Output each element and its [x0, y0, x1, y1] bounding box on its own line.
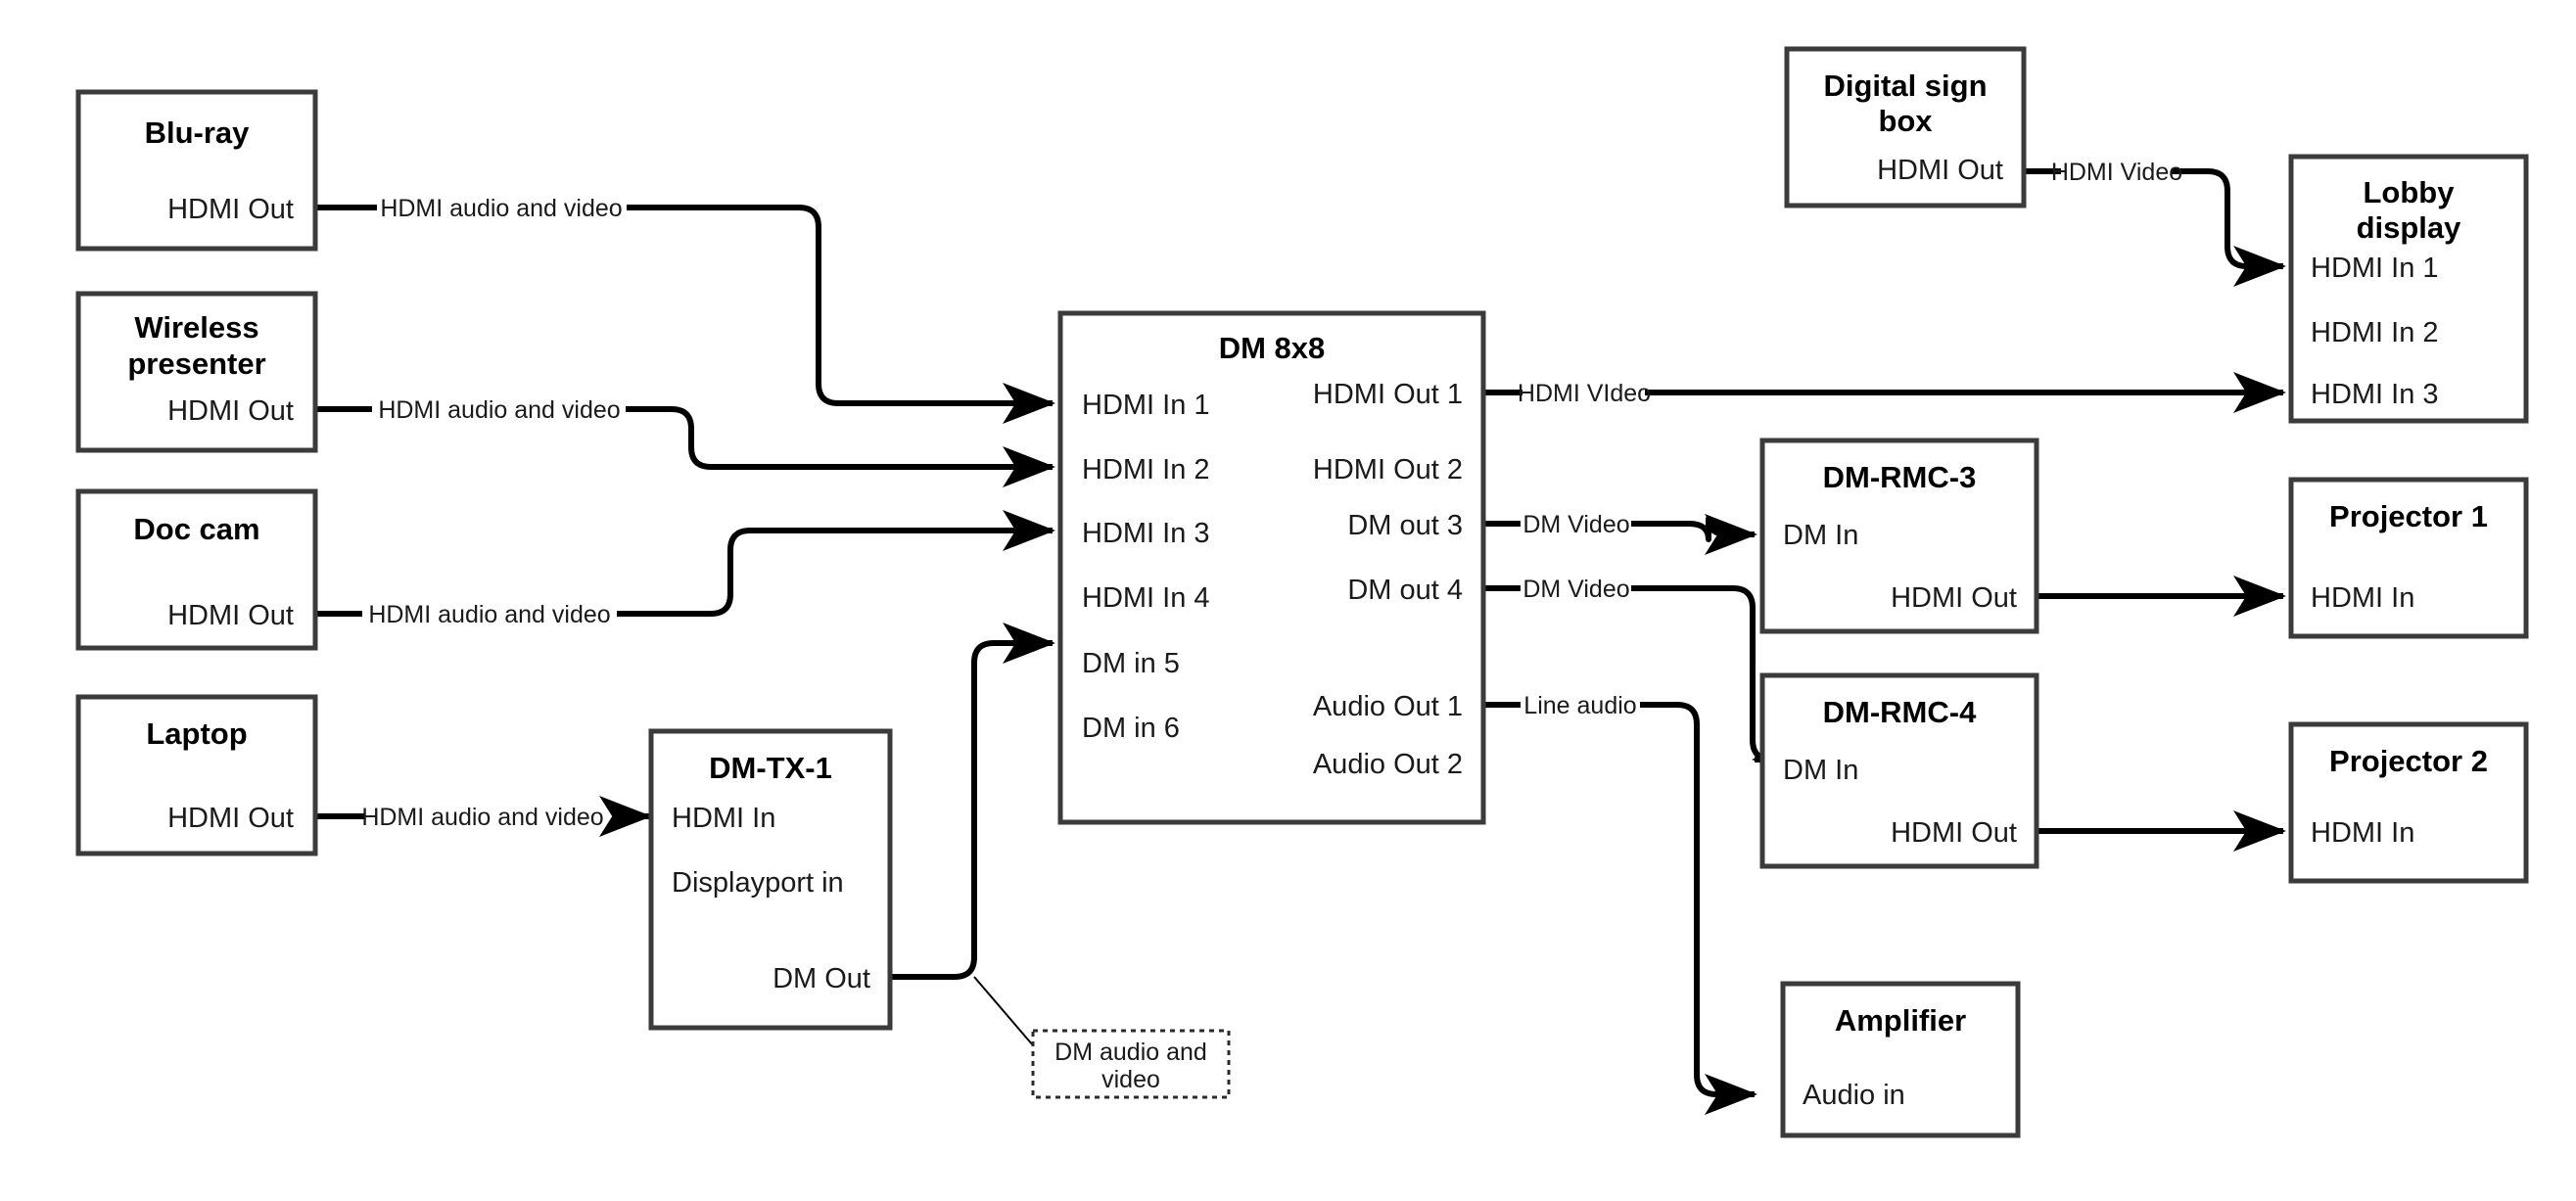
port-dm-rmc-3-dm-in: DM In — [1783, 520, 1858, 551]
node-amplifier-title: Amplifier — [1835, 1003, 1966, 1038]
node-projector-2-title: Projector 2 — [2329, 744, 2488, 778]
node-laptop-rect[interactable] — [75, 694, 318, 856]
node-lobby-display-title-line2: display — [2357, 210, 2462, 245]
port-dm-8x8-hdmi-in-4: HDMI In 4 — [1082, 582, 1210, 614]
node-projector-1-title: Projector 1 — [2329, 499, 2488, 533]
node-dm-rmc-4[interactable]: DM-RMC-4 DM In HDMI Out — [1759, 672, 2039, 869]
node-dm-8x8-rect[interactable] — [1057, 310, 1486, 825]
node-dm-rmc-4-rect[interactable] — [1759, 672, 2039, 869]
node-digital-sign-box-title-line2: box — [1878, 104, 1933, 138]
node-lobby-display-rect[interactable] — [2288, 154, 2529, 424]
node-dm-rmc-3-title: DM-RMC-3 — [1823, 460, 1977, 494]
port-projector-1-hdmi-in: HDMI In — [2311, 582, 2414, 614]
port-dm-rmc-4-dm-in: DM In — [1783, 755, 1858, 786]
port-dm-tx-1-dm-out: DM Out — [773, 963, 870, 994]
node-dm-8x8-title: DM 8x8 — [1219, 331, 1326, 365]
port-dm-rmc-3-hdmi-out: HDMI Out — [1891, 582, 2017, 614]
node-lobby-display[interactable]: Lobby display HDMI In 1 HDMI In 2 HDMI I… — [2288, 154, 2529, 424]
node-dm-8x8[interactable]: DM 8x8 HDMI In 1 HDMI In 2 HDMI In 3 HDM… — [1057, 310, 1486, 825]
node-dm-rmc-3[interactable]: DM-RMC-3 DM In HDMI Out — [1759, 438, 2039, 634]
node-amplifier[interactable]: Amplifier Audio in — [1780, 981, 2021, 1138]
edge-label-bluray: HDMI audio and video — [380, 195, 622, 222]
port-digital-sign-box-hdmi-out: HDMI Out — [1877, 155, 2003, 186]
port-amplifier-audio-in: Audio in — [1803, 1080, 1905, 1111]
edge-label-line-audio: Line audio — [1523, 692, 1636, 719]
node-laptop[interactable]: Laptop HDMI Out — [75, 694, 318, 856]
port-dm-8x8-dm-out-3: DM out 3 — [1347, 510, 1463, 541]
port-dm-8x8-audio-out-1: Audio Out 1 — [1313, 691, 1463, 722]
port-dm-8x8-hdmi-out-1: HDMI Out 1 — [1313, 379, 1463, 410]
node-projector-1[interactable]: Projector 1 HDMI In — [2288, 477, 2529, 639]
port-wireless-presenter-hdmi-out: HDMI Out — [167, 395, 294, 427]
node-wireless-presenter-title-line1: Wireless — [134, 310, 258, 345]
port-dm-tx-1-hdmi-in: HDMI In — [672, 803, 775, 834]
port-lobby-display-hdmi-in-1: HDMI In 1 — [2311, 253, 2439, 284]
node-wireless-presenter-title-line2: presenter — [127, 346, 265, 381]
edge-label-wireless: HDMI audio and video — [378, 396, 620, 424]
port-dm-8x8-audio-out-2: Audio Out 2 — [1313, 749, 1463, 780]
edge-sign-to-lobby: HDMI Video — [2024, 159, 2283, 266]
node-blu-ray-rect[interactable] — [75, 89, 318, 252]
edge-label-hdmi-video-out1: HDMI VIdeo — [1518, 380, 1651, 407]
node-laptop-title: Laptop — [146, 716, 247, 751]
edge-dm8x8-out1-to-lobby: HDMI VIdeo — [1483, 380, 2283, 407]
node-dm-tx-1-rect[interactable] — [648, 728, 893, 1031]
edge-doccam-to-dm8x8: HDMI audio and video — [315, 531, 1053, 628]
edge-dm8x8-out3-to-rmc3: DM Video — [1483, 511, 1755, 539]
port-dm-8x8-hdmi-out-2: HDMI Out 2 — [1313, 454, 1463, 485]
port-dm-8x8-dm-out-4: DM out 4 — [1347, 575, 1463, 606]
callout-leader — [973, 976, 1034, 1046]
port-dm-tx-1-displayport-in: Displayport in — [672, 867, 844, 899]
port-lobby-display-hdmi-in-2: HDMI In 2 — [2311, 317, 2439, 348]
node-dm-rmc-3-rect[interactable] — [1759, 438, 2039, 634]
callout-dm-audio-and-video: DM audio and video — [1031, 1029, 1231, 1099]
port-blu-ray-hdmi-out: HDMI Out — [167, 194, 294, 225]
port-doc-cam-hdmi-out: HDMI Out — [167, 600, 294, 631]
node-doc-cam-title: Doc cam — [133, 512, 259, 546]
node-projector-2[interactable]: Projector 2 HDMI In — [2288, 721, 2529, 884]
node-dm-rmc-4-title: DM-RMC-4 — [1823, 695, 1977, 729]
edge-label-sign-hdmi-video: HDMI Video — [2051, 159, 2182, 186]
node-digital-sign-box-title-line1: Digital sign — [1823, 69, 1987, 103]
node-lobby-display-title-line1: Lobby — [2364, 175, 2456, 209]
edge-dmtx1-to-dm8x8 — [890, 623, 1055, 1046]
node-blu-ray[interactable]: Blu-ray HDMI Out — [75, 89, 318, 252]
callout-dm-audio-and-video-line2: video — [1101, 1066, 1160, 1093]
port-dm-8x8-dm-in-6: DM in 6 — [1082, 713, 1180, 744]
edge-dm8x8-out4-to-rmc4: DM Video — [1483, 576, 1772, 760]
node-wireless-presenter[interactable]: Wireless presenter HDMI Out — [75, 291, 318, 453]
port-dm-8x8-hdmi-in-2: HDMI In 2 — [1082, 454, 1210, 485]
port-dm-8x8-dm-in-5: DM in 5 — [1082, 648, 1180, 679]
edge-wireless-to-dm8x8: HDMI audio and video — [315, 396, 1053, 467]
edge-label-dm-video-out4: DM Video — [1522, 576, 1629, 603]
edge-label-doccam: HDMI audio and video — [368, 601, 610, 628]
edge-bluray-to-dm8x8: HDMI audio and video — [315, 195, 1053, 403]
edge-label-dm-video-out3: DM Video — [1522, 511, 1629, 538]
node-dm-tx-1[interactable]: DM-TX-1 HDMI In Displayport in DM Out — [648, 728, 893, 1031]
port-lobby-display-hdmi-in-3: HDMI In 3 — [2311, 379, 2439, 410]
port-dm-8x8-hdmi-in-1: HDMI In 1 — [1082, 390, 1210, 421]
edge-dm8x8-audio1-to-amplifier: Line audio — [1483, 692, 1755, 1094]
node-dm-tx-1-title: DM-TX-1 — [709, 751, 832, 785]
port-laptop-hdmi-out: HDMI Out — [167, 803, 294, 834]
node-digital-sign-box-rect[interactable] — [1784, 46, 2027, 208]
port-projector-2-hdmi-in: HDMI In — [2311, 817, 2414, 849]
node-wireless-presenter-rect[interactable] — [75, 291, 318, 453]
node-doc-cam[interactable]: Doc cam HDMI Out — [75, 488, 318, 651]
node-doc-cam-rect[interactable] — [75, 488, 318, 651]
callout-dm-audio-and-video-line1: DM audio and — [1054, 1039, 1207, 1066]
node-digital-sign-box[interactable]: Digital sign box HDMI Out — [1784, 46, 2027, 208]
node-blu-ray-title: Blu-ray — [145, 115, 251, 150]
port-dm-8x8-hdmi-in-3: HDMI In 3 — [1082, 518, 1210, 549]
edge-label-laptop: HDMI audio and video — [361, 804, 603, 831]
node-projector-2-rect[interactable] — [2288, 721, 2529, 884]
callout-dm-audio-and-video-rect — [1031, 1029, 1231, 1099]
edge-laptop-to-dmtx1: HDMI audio and video — [315, 804, 649, 831]
node-amplifier-rect[interactable] — [1780, 981, 2021, 1138]
port-dm-rmc-4-hdmi-out: HDMI Out — [1891, 817, 2017, 849]
node-projector-1-rect[interactable] — [2288, 477, 2529, 639]
